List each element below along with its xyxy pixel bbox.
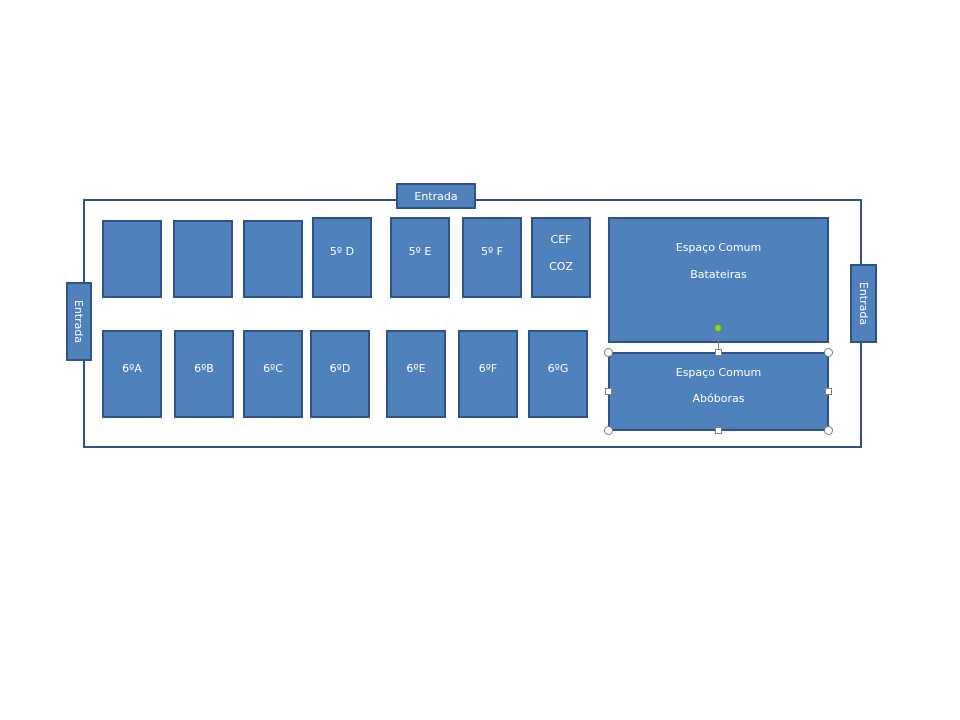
room-6b[interactable]: 6ºB	[174, 330, 234, 418]
common-space-batateiras-title: Espaço Comum	[675, 241, 762, 254]
room-6d[interactable]: 6ºD	[310, 330, 370, 418]
resize-handle-bottom-right[interactable]	[824, 426, 833, 435]
room-5f[interactable]: 5º F	[462, 217, 522, 298]
room-6g[interactable]: 6ºG	[528, 330, 588, 418]
room-6a-label: 6ºA	[122, 362, 142, 375]
resize-handle-bottom[interactable]	[715, 427, 722, 434]
room-6f-label: 6ºF	[478, 362, 498, 375]
room-top-2[interactable]	[173, 220, 233, 298]
room-5d[interactable]: 5º D	[312, 217, 372, 298]
room-6e[interactable]: 6ºE	[386, 330, 446, 418]
common-space-aboboras-name: Abóboras	[692, 392, 745, 405]
entrance-top-label: Entrada	[414, 189, 458, 203]
entrance-right-label: Entrada	[857, 281, 871, 326]
entrance-left-label: Entrada	[72, 299, 86, 344]
room-5d-label: 5º D	[329, 245, 355, 258]
room-6d-label: 6ºD	[329, 362, 351, 375]
room-cef-label: CEF	[550, 233, 572, 246]
rotate-handle-stem	[718, 332, 719, 352]
room-6f[interactable]: 6ºF	[458, 330, 518, 418]
entrance-right[interactable]: Entrada	[850, 264, 877, 343]
entrance-left[interactable]: Entrada	[66, 282, 92, 361]
room-coz-label: COZ	[549, 260, 573, 273]
room-5e[interactable]: 5º E	[390, 217, 450, 298]
room-5f-label: 5º F	[480, 245, 503, 258]
room-6b-label: 6ºB	[194, 362, 214, 375]
resize-handle-top-right[interactable]	[824, 348, 833, 357]
room-6c-label: 6ºC	[263, 362, 283, 375]
common-space-batateiras-name: Batateiras	[690, 268, 747, 281]
resize-handle-bottom-left[interactable]	[604, 426, 613, 435]
resize-handle-right[interactable]	[825, 388, 832, 395]
resize-handle-top[interactable]	[715, 349, 722, 356]
room-6a[interactable]: 6ºA	[102, 330, 162, 418]
room-top-3[interactable]	[243, 220, 303, 298]
entrance-top[interactable]: Entrada	[396, 183, 476, 209]
room-6e-label: 6ºE	[406, 362, 426, 375]
resize-handle-left[interactable]	[605, 388, 612, 395]
room-top-1[interactable]	[102, 220, 162, 298]
common-space-aboboras[interactable]: Espaço Comum Abóboras	[608, 352, 829, 431]
common-space-aboboras-title: Espaço Comum	[675, 366, 762, 379]
rotate-handle[interactable]	[714, 324, 722, 332]
resize-handle-top-left[interactable]	[604, 348, 613, 357]
room-cef-coz[interactable]: CEF COZ	[531, 217, 591, 298]
room-6g-label: 6ºG	[547, 362, 569, 375]
room-6c[interactable]: 6ºC	[243, 330, 303, 418]
room-5e-label: 5º E	[408, 245, 432, 258]
